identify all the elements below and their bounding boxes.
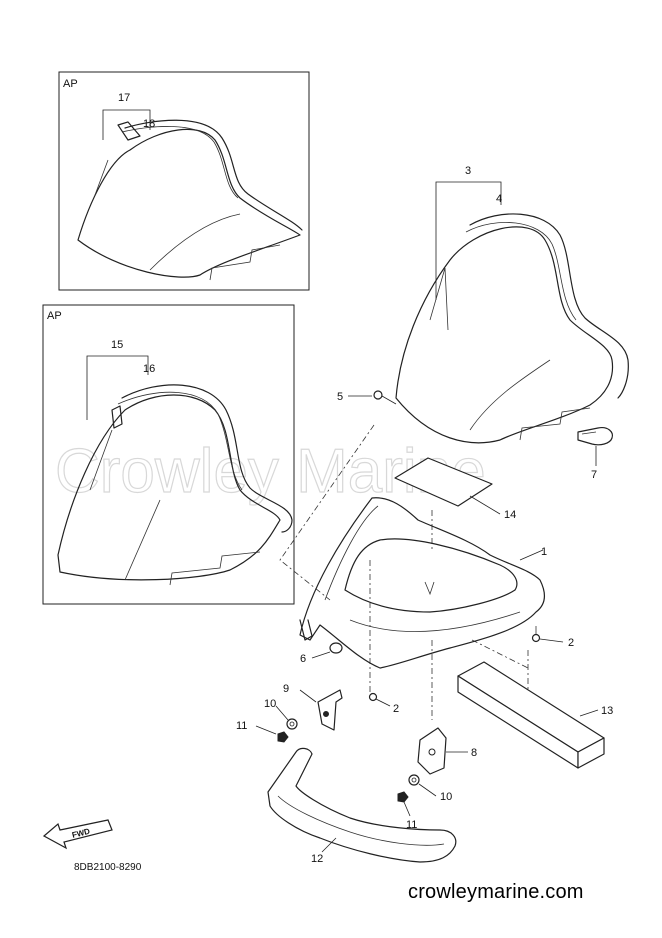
nut-11-left: 11 <box>236 720 289 743</box>
pad-14: 14 <box>394 457 516 521</box>
callout-11-right: 11 <box>406 819 417 831</box>
footer-url[interactable]: crowleymarine.com <box>408 881 584 903</box>
callout-5: 5 <box>337 391 343 403</box>
inset-top-tag: AP <box>63 78 78 90</box>
callout-14: 14 <box>504 509 516 521</box>
windshield-main: 3 4 5 7 <box>337 165 629 481</box>
windshield-ap-top <box>77 119 303 281</box>
block-13: 13 <box>457 661 613 769</box>
inset-bottom: AP 15 16 <box>42 304 295 605</box>
callout-13: 13 <box>601 705 613 717</box>
inset-bottom-tag: AP <box>47 310 62 322</box>
callout-10-right: 10 <box>440 791 452 803</box>
cowling-1: 1 <box>299 497 547 669</box>
washer-10-left: 10 <box>264 698 298 730</box>
inset-top: AP 17 18 <box>58 71 310 291</box>
nut-11-right: 11 <box>397 791 417 831</box>
callout-15: 15 <box>111 339 123 351</box>
washer-10-right: 10 <box>408 774 452 803</box>
bolt-2-left: 2 <box>368 692 399 715</box>
callout-3: 3 <box>465 165 471 177</box>
callout-12: 12 <box>311 853 323 865</box>
bolt-2-right: 2 <box>531 626 574 649</box>
callout-9: 9 <box>283 683 289 695</box>
grommet-6: 6 <box>300 642 343 665</box>
clip-7 <box>577 427 613 446</box>
callout-2-left: 2 <box>393 703 399 715</box>
windshield-ap-bottom <box>57 384 293 586</box>
callout-17: 17 <box>118 92 130 104</box>
fwd-arrow-icon: FWD <box>42 819 113 850</box>
bracket-8: 8 <box>417 727 477 775</box>
callout-7: 7 <box>591 469 597 481</box>
bolt-5 <box>373 390 383 400</box>
diagram-code: 8DB2100-8290 <box>74 862 142 873</box>
callout-2-right: 2 <box>568 637 574 649</box>
callout-10-left: 10 <box>264 698 276 710</box>
fwd-label: FWD <box>71 827 91 840</box>
callout-16: 16 <box>143 363 155 375</box>
callout-4: 4 <box>496 193 502 205</box>
callout-1: 1 <box>541 546 547 558</box>
callout-8: 8 <box>471 747 477 759</box>
bumper-12: 12 <box>267 747 457 865</box>
bracket-9: 9 <box>283 683 343 731</box>
callout-11-left: 11 <box>236 720 247 732</box>
callout-6: 6 <box>300 653 306 665</box>
